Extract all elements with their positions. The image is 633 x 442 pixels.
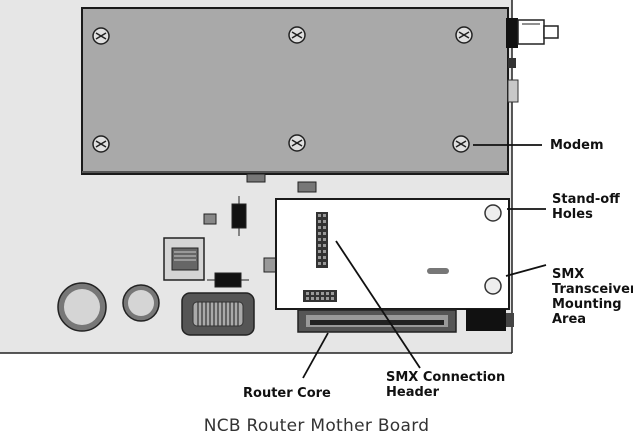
figure-caption: NCB Router Mother Board <box>203 416 430 436</box>
modem-label: Modem <box>550 138 604 153</box>
modem-screws <box>92 26 473 153</box>
router-core-connector <box>297 309 514 333</box>
smx-connection-header-pins <box>303 212 449 302</box>
standoff-holes-label: Stand-off Holes <box>552 192 620 222</box>
standoff-holes <box>484 204 502 295</box>
smx-transceiver-area-label: SMX Transceiver Mounting Area <box>552 267 633 327</box>
router-core-label: Router Core <box>243 386 331 401</box>
capacitors <box>57 282 160 332</box>
smx-connection-header-label: SMX Connection Header <box>386 370 506 400</box>
inductor-coil <box>181 292 255 336</box>
regulator-chip <box>163 237 205 281</box>
leader-lines <box>302 144 547 379</box>
board-components <box>203 173 317 288</box>
phone-jack <box>506 18 559 103</box>
